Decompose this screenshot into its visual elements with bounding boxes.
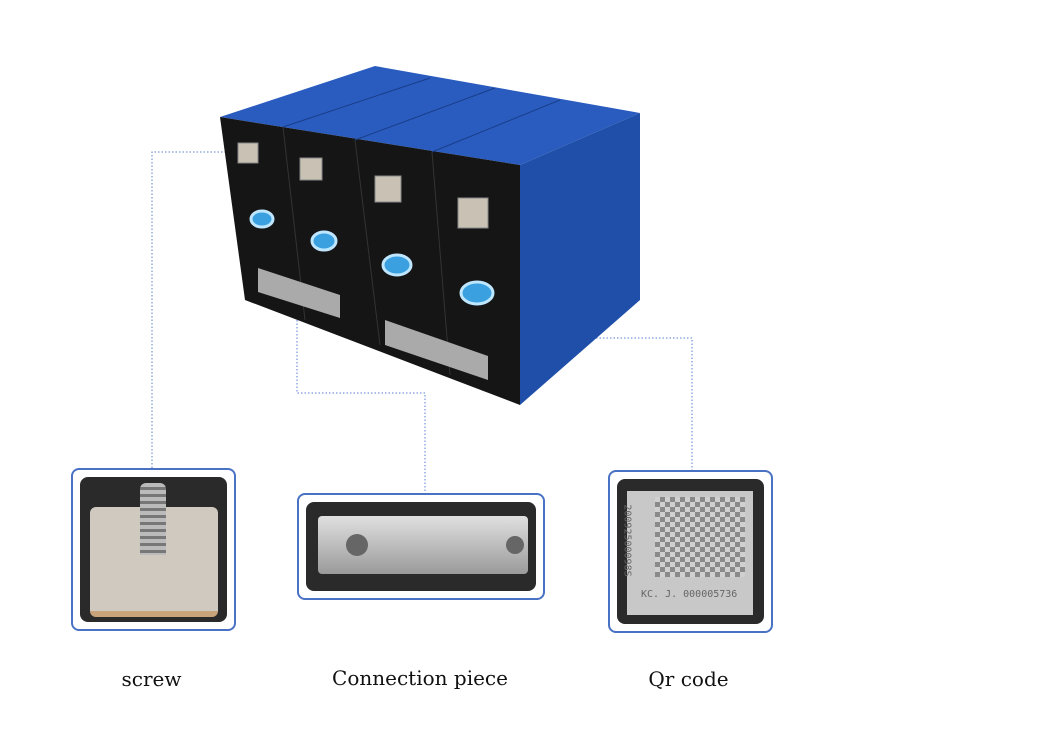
- qr-serial-text: KC. J. 000005736: [641, 589, 738, 600]
- callout-connection-piece: [297, 493, 545, 600]
- leader-lines: [151, 151, 693, 495]
- connection-piece-photo: [306, 502, 536, 591]
- screw-photo: [80, 477, 227, 622]
- qr-code-label: Qr code: [648, 667, 729, 691]
- qr-code-photo: 20092500098S KC. J. 000005736: [617, 479, 764, 624]
- callout-qr-code: 20092500098S KC. J. 000005736: [608, 470, 773, 633]
- battery-pack: [220, 66, 640, 405]
- callout-screw: [71, 468, 236, 631]
- leader-line-qr: [505, 337, 693, 472]
- connection-piece-label: Connection piece: [332, 666, 508, 690]
- leader-line-screw: [151, 151, 240, 470]
- screw-label: screw: [121, 667, 182, 691]
- leader-line-connection: [296, 320, 426, 495]
- qr-vertical-text: 20092500098S: [621, 504, 633, 577]
